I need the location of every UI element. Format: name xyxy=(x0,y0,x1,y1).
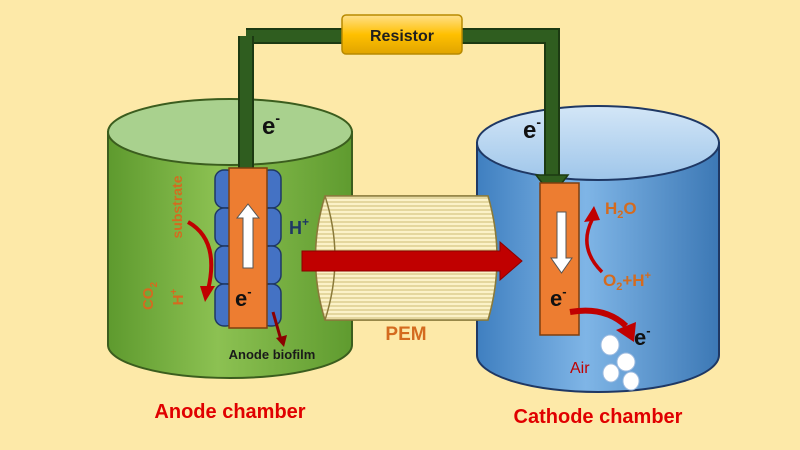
water-label: H2O xyxy=(605,199,637,221)
anode-chamber-label: Anode chamber xyxy=(154,401,305,423)
proton-transfer-arrow xyxy=(301,240,523,282)
proton-label: H+ xyxy=(289,215,309,238)
air-bubbles xyxy=(600,334,640,391)
anode-biofilm-label: Anode biofilm xyxy=(229,347,316,362)
oxygen-reduction-arrow xyxy=(584,206,604,274)
anode-electron-label: e- xyxy=(262,110,280,140)
substrate-oxidation-arrow xyxy=(186,220,215,302)
cathode-electron-label: e- xyxy=(523,114,541,144)
cathode-electrode-electron-label: e- xyxy=(550,284,567,311)
anode-electrode-electron-label: e- xyxy=(235,284,252,311)
substrate-label: substrate xyxy=(169,175,185,238)
oxygen-proton-label: O2+H+ xyxy=(603,270,651,293)
pem-label: PEM xyxy=(385,324,426,345)
electron-outflow-arrow xyxy=(569,307,636,342)
cathode-outflow-electron-label: e- xyxy=(634,323,651,350)
air-label: Air xyxy=(570,360,590,377)
resistor-label: Resistor xyxy=(370,28,434,45)
biofilm-pointer-arrow xyxy=(271,311,287,347)
anode-electron-up-arrow xyxy=(235,203,261,269)
resistor: Resistor xyxy=(341,14,463,55)
cathode-chamber xyxy=(476,105,720,393)
co2-label: CO2 xyxy=(140,282,160,311)
cathode-chamber-top xyxy=(476,105,720,181)
cathode-chamber-label: Cathode chamber xyxy=(514,406,683,428)
anode-chamber-top xyxy=(107,98,353,166)
cathode-electron-down-arrow xyxy=(550,211,573,274)
resistor-box xyxy=(341,14,463,55)
anode-hplus-label: H+ xyxy=(169,289,187,306)
